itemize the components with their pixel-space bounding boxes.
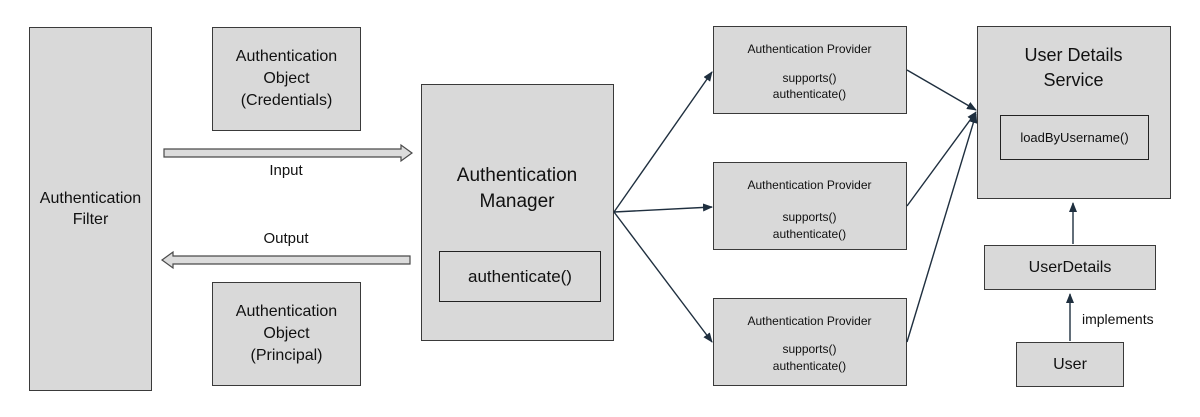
user-details-label: UserDetails bbox=[1028, 258, 1112, 276]
load-by-username-label: loadByUsername() bbox=[1020, 130, 1129, 145]
authentication-provider-2-methods: supports() authenticate() bbox=[772, 210, 847, 241]
manager-to-provider-1-arrow bbox=[613, 71, 713, 213]
authentication-manager-title: Authentication Manager bbox=[456, 165, 578, 212]
output-arrow bbox=[160, 250, 411, 270]
authentication-filter-box: Authentication Filter bbox=[29, 27, 152, 391]
authentication-object-credentials-box: Authentication Object (Credentials) bbox=[212, 27, 361, 131]
authentication-filter-label: Authentication Filter bbox=[39, 190, 142, 228]
authentication-provider-1-title: Authentication Provider bbox=[747, 42, 872, 56]
provider-2-to-user-details-service-arrow bbox=[906, 111, 977, 207]
user-box: User bbox=[1016, 342, 1124, 387]
implements-label: implements bbox=[1082, 311, 1154, 327]
authentication-object-credentials-label: Authentication Object (Credentials) bbox=[235, 48, 338, 109]
user-details-service-title: User Details Service bbox=[1024, 45, 1123, 90]
authentication-manager-box: Authentication Manager authenticate() bbox=[421, 84, 614, 341]
authentication-provider-3-title: Authentication Provider bbox=[747, 314, 872, 328]
provider-3-to-user-details-service-arrow bbox=[906, 113, 978, 343]
authentication-provider-1-box: Authentication Provider supports() authe… bbox=[713, 26, 907, 114]
output-label: Output bbox=[263, 230, 309, 247]
user-label: User bbox=[1053, 355, 1087, 373]
provider-1-to-user-details-service-arrow bbox=[906, 69, 977, 111]
manager-to-provider-3-arrow bbox=[613, 211, 713, 343]
manager-authenticate-label: authenticate() bbox=[468, 266, 572, 286]
authentication-provider-2-title: Authentication Provider bbox=[747, 178, 872, 192]
input-label: Input bbox=[269, 162, 303, 179]
manager-to-provider-2-arrow bbox=[613, 203, 713, 213]
authentication-provider-2-box: Authentication Provider supports() authe… bbox=[713, 162, 907, 250]
user-details-service-box: User Details Service loadByUsername() bbox=[977, 26, 1171, 199]
authentication-object-principal-box: Authentication Object (Principal) bbox=[212, 282, 361, 386]
manager-authenticate-method: authenticate() bbox=[439, 251, 601, 302]
authentication-provider-1-methods: supports() authenticate() bbox=[772, 71, 847, 101]
authentication-provider-3-box: Authentication Provider supports() authe… bbox=[713, 298, 907, 386]
authentication-object-principal-label: Authentication Object (Principal) bbox=[235, 303, 338, 364]
input-arrow bbox=[163, 143, 414, 163]
user-details-box: UserDetails bbox=[984, 245, 1156, 290]
authentication-provider-3-methods: supports() authenticate() bbox=[772, 342, 847, 373]
load-by-username-method: loadByUsername() bbox=[1000, 115, 1149, 160]
